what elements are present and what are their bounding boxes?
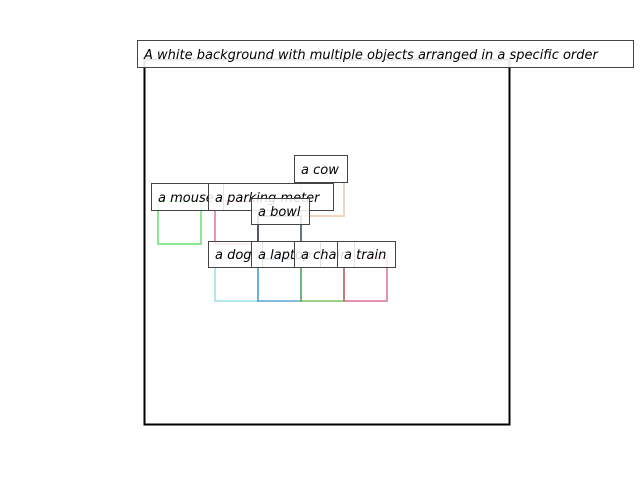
label-bowl: a bowl (251, 198, 310, 225)
title-box: A white background with multiple objects… (137, 40, 634, 68)
label-cow: a cow (294, 155, 348, 183)
label-cow-text: a cow (301, 163, 339, 178)
label-train: a train (337, 241, 396, 268)
label-dog-text: a dog (215, 248, 252, 263)
label-chair-text: a chair (301, 248, 347, 263)
page-title: A white background with multiple objects… (143, 48, 600, 63)
label-bowl-text: a bowl (258, 205, 301, 220)
label-mouse-text: a mouse (158, 191, 214, 206)
label-train-text: a train (344, 248, 386, 263)
